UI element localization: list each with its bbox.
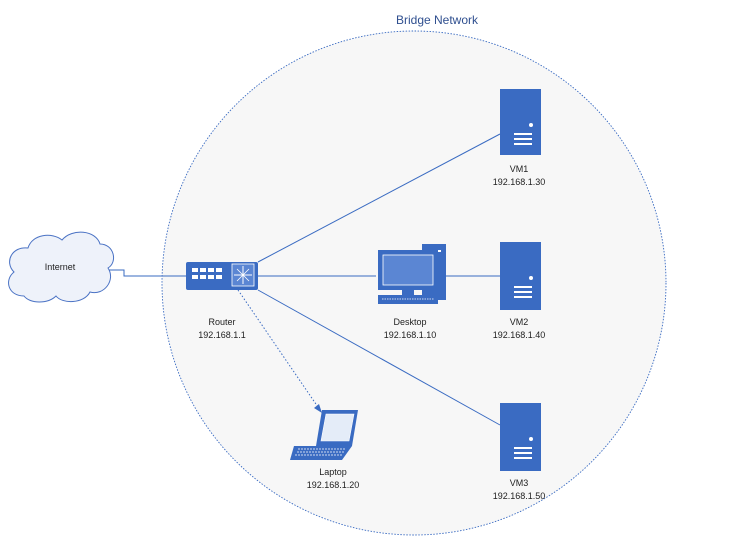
router-node[interactable]: Router 192.168.1.1 — [186, 262, 258, 340]
desktop-icon — [378, 244, 446, 304]
laptop-link-arrowhead — [314, 404, 322, 413]
internet-router-link — [100, 269, 186, 277]
desktop-ip: 192.168.1.10 — [384, 330, 437, 340]
desktop-node[interactable]: Desktop 192.168.1.10 — [378, 244, 446, 340]
server-icon — [500, 89, 541, 155]
vm1-name: VM1 — [510, 164, 529, 174]
vm3-name: VM3 — [510, 478, 529, 488]
laptop-node[interactable]: Laptop 192.168.1.20 — [290, 410, 359, 490]
cloud-icon — [8, 231, 115, 303]
vm1-ip: 192.168.1.30 — [493, 177, 546, 187]
router-name: Router — [208, 317, 235, 327]
server-icon — [500, 403, 541, 471]
vm1-node[interactable]: VM1 192.168.1.30 — [493, 89, 546, 187]
server-icon — [500, 242, 541, 310]
router-ip: 192.168.1.1 — [198, 330, 246, 340]
vm2-name: VM2 — [510, 317, 529, 327]
diagram-title: Bridge Network — [396, 13, 479, 27]
laptop-icon — [290, 410, 358, 460]
vm2-ip: 192.168.1.40 — [493, 330, 546, 340]
connections — [100, 133, 501, 426]
router-vm1-link — [257, 133, 501, 263]
vm2-node[interactable]: VM2 192.168.1.40 — [493, 242, 546, 340]
laptop-name: Laptop — [319, 467, 347, 477]
laptop-ip: 192.168.1.20 — [307, 480, 360, 490]
internet-label: Internet — [45, 262, 76, 272]
internet-cloud: Internet — [8, 231, 115, 303]
vm3-ip: 192.168.1.50 — [493, 491, 546, 501]
desktop-name: Desktop — [393, 317, 426, 327]
router-vm3-link — [257, 289, 501, 426]
vm3-node[interactable]: VM3 192.168.1.50 — [493, 403, 546, 501]
router-icon — [186, 262, 258, 290]
